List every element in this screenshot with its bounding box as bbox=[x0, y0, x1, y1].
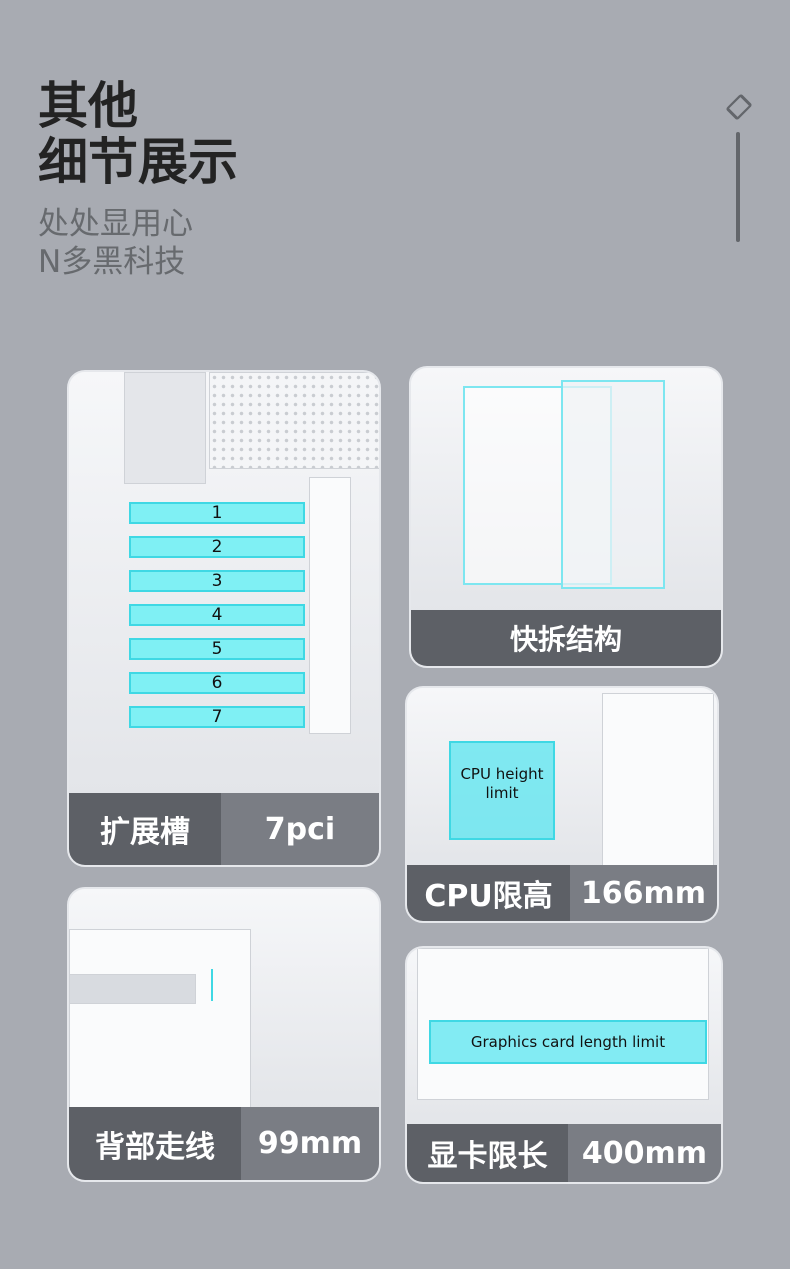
pci-slot: 1 bbox=[129, 502, 305, 524]
cpu-photo: CPU height limit bbox=[407, 688, 717, 870]
pci-slot: 2 bbox=[129, 536, 305, 558]
cpu-height-overlay: CPU height limit bbox=[449, 741, 555, 840]
pci-slot: 3 bbox=[129, 570, 305, 592]
gpu-label: 显卡限长 bbox=[407, 1124, 568, 1182]
title-line-2: 细节展示 bbox=[38, 133, 238, 191]
rear-panel bbox=[69, 929, 251, 1111]
case-side bbox=[561, 380, 665, 589]
subtitle-line-1: 处处显用心 bbox=[38, 206, 193, 242]
expansion-slot-card: 1 2 3 4 5 6 7 扩展槽 7pci bbox=[67, 370, 381, 867]
quick-release-card: 快拆结构 bbox=[409, 366, 723, 668]
page-title: 其他细节展示 bbox=[38, 78, 238, 190]
expansion-value: 7pci bbox=[221, 793, 379, 865]
gpu-length-overlay: Graphics card length limit bbox=[429, 1020, 707, 1064]
quick-release-label: 快拆结构 bbox=[411, 610, 721, 666]
pci-slot: 6 bbox=[129, 672, 305, 694]
gpu-photo: Graphics card length limit bbox=[407, 948, 721, 1128]
decorative-line bbox=[736, 132, 740, 242]
case-panel bbox=[124, 372, 206, 484]
title-line-1: 其他 bbox=[38, 77, 138, 135]
mesh-panel bbox=[209, 372, 379, 469]
gpu-card: Graphics card length limit 显卡限长 400mm bbox=[405, 946, 723, 1184]
subtitle-line-2: N多黑科技 bbox=[38, 244, 186, 280]
cpu-value: 166mm bbox=[570, 865, 717, 921]
cable-channel bbox=[69, 974, 196, 1004]
side-frame bbox=[602, 693, 714, 870]
pci-slot: 5 bbox=[129, 638, 305, 660]
expansion-label: 扩展槽 bbox=[69, 793, 221, 865]
depth-marker bbox=[211, 969, 213, 1001]
rear-cable-label: 背部走线 bbox=[69, 1107, 241, 1180]
case-photo bbox=[411, 368, 721, 613]
cpu-card: CPU height limit CPU限高 166mm bbox=[405, 686, 719, 923]
bracket bbox=[309, 477, 351, 734]
rear-cable-value: 99mm bbox=[241, 1107, 379, 1180]
pci-slot: 7 bbox=[129, 706, 305, 728]
rear-photo bbox=[69, 889, 379, 1111]
diamond-icon bbox=[725, 93, 753, 121]
pci-slot: 4 bbox=[129, 604, 305, 626]
gpu-value: 400mm bbox=[568, 1124, 721, 1182]
rear-cable-card: 背部走线 99mm bbox=[67, 887, 381, 1182]
expansion-photo: 1 2 3 4 5 6 7 bbox=[69, 372, 379, 795]
cpu-label: CPU限高 bbox=[407, 865, 570, 921]
